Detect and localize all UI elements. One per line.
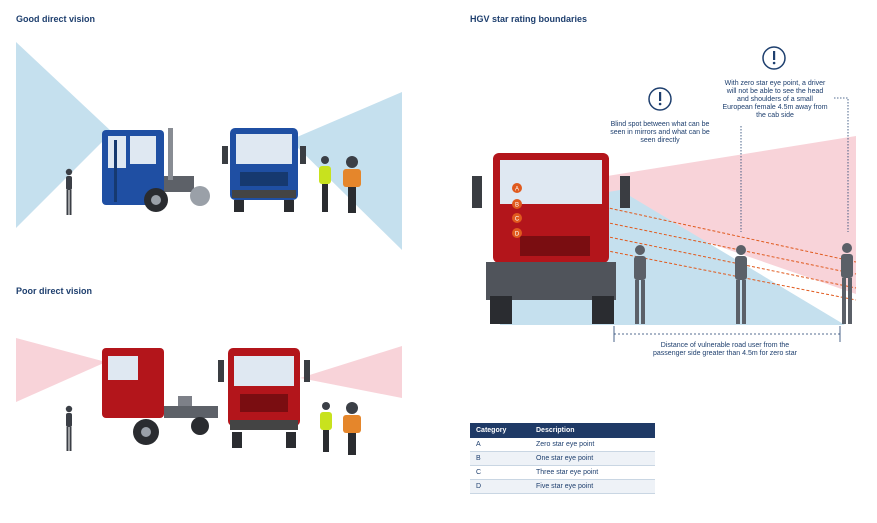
category-column-header: Category: [470, 423, 530, 438]
eye-point-c-marker: C: [512, 213, 522, 223]
description-cell: Five star eye point: [530, 479, 655, 494]
blue-truck-side: [102, 128, 210, 212]
eye-point-a-label: A: [515, 187, 519, 193]
table-row: C Three star eye point: [470, 465, 655, 480]
warning-icon: [762, 46, 786, 70]
eye-point-b-label: B: [515, 203, 519, 209]
blind-spot-region: [520, 136, 856, 294]
category-cell: A: [470, 438, 530, 452]
blind-spot-annotation: Blind spot between what can be seen in m…: [610, 121, 710, 144]
eye-point-a-marker: A: [512, 183, 522, 193]
category-cell: C: [470, 465, 530, 480]
table-header-row: Category Description: [470, 423, 655, 438]
hgv-rating-title: HGV star rating boundaries: [470, 14, 588, 24]
good-side-vision-cone: [16, 42, 112, 228]
pedestrian-silhouette-mid: [735, 245, 747, 324]
eye-point-d-label: D: [515, 232, 520, 238]
cyclist-figure: [320, 402, 332, 452]
good-vision-title: Good direct vision: [16, 14, 96, 24]
category-cell: B: [470, 451, 530, 466]
blue-truck-front: [222, 128, 306, 212]
motorcyclist-figure: [343, 402, 361, 455]
red-truck-side: [102, 348, 218, 445]
pedestrian-silhouette-near: [634, 245, 646, 324]
poor-vision-title: Poor direct vision: [16, 286, 93, 296]
eye-point-b-marker: B: [512, 199, 522, 209]
poor-side-vision-cone: [16, 338, 106, 402]
pedestrian-figure: [65, 168, 73, 215]
good-vision-scene: [16, 42, 402, 250]
hgv-truck-front: [472, 153, 630, 324]
leader-lines: [740, 97, 849, 232]
motorcyclist-figure: [343, 156, 361, 213]
warning-icon: [648, 87, 672, 111]
category-table: Category Description A Zero star eye poi…: [470, 423, 655, 494]
distance-annotation: Distance of vulnerable road user from th…: [653, 342, 797, 357]
description-cell: Three star eye point: [530, 465, 655, 480]
red-truck-front: [218, 348, 310, 448]
eye-point-d-marker: D: [512, 228, 522, 238]
distance-dimension: [613, 326, 841, 342]
table-row: B One star eye point: [470, 451, 655, 466]
description-cell: Zero star eye point: [530, 438, 655, 452]
description-column-header: Description: [530, 423, 655, 438]
hgv-rating-scene: A B C D: [472, 46, 857, 342]
category-cell: D: [470, 479, 530, 494]
poor-vision-scene: [16, 338, 402, 455]
table-row: A Zero star eye point: [470, 438, 655, 452]
eye-point-c-label: C: [515, 217, 520, 223]
description-cell: One star eye point: [530, 451, 655, 466]
poor-front-vision-cone: [300, 346, 402, 398]
cyclist-figure: [319, 156, 331, 212]
pedestrian-figure: [65, 405, 73, 451]
zero-star-annotation: With zero star eye point, a driver will …: [722, 80, 828, 119]
pedestrian-silhouette-far: [841, 243, 853, 324]
table-row: D Five star eye point: [470, 479, 655, 494]
